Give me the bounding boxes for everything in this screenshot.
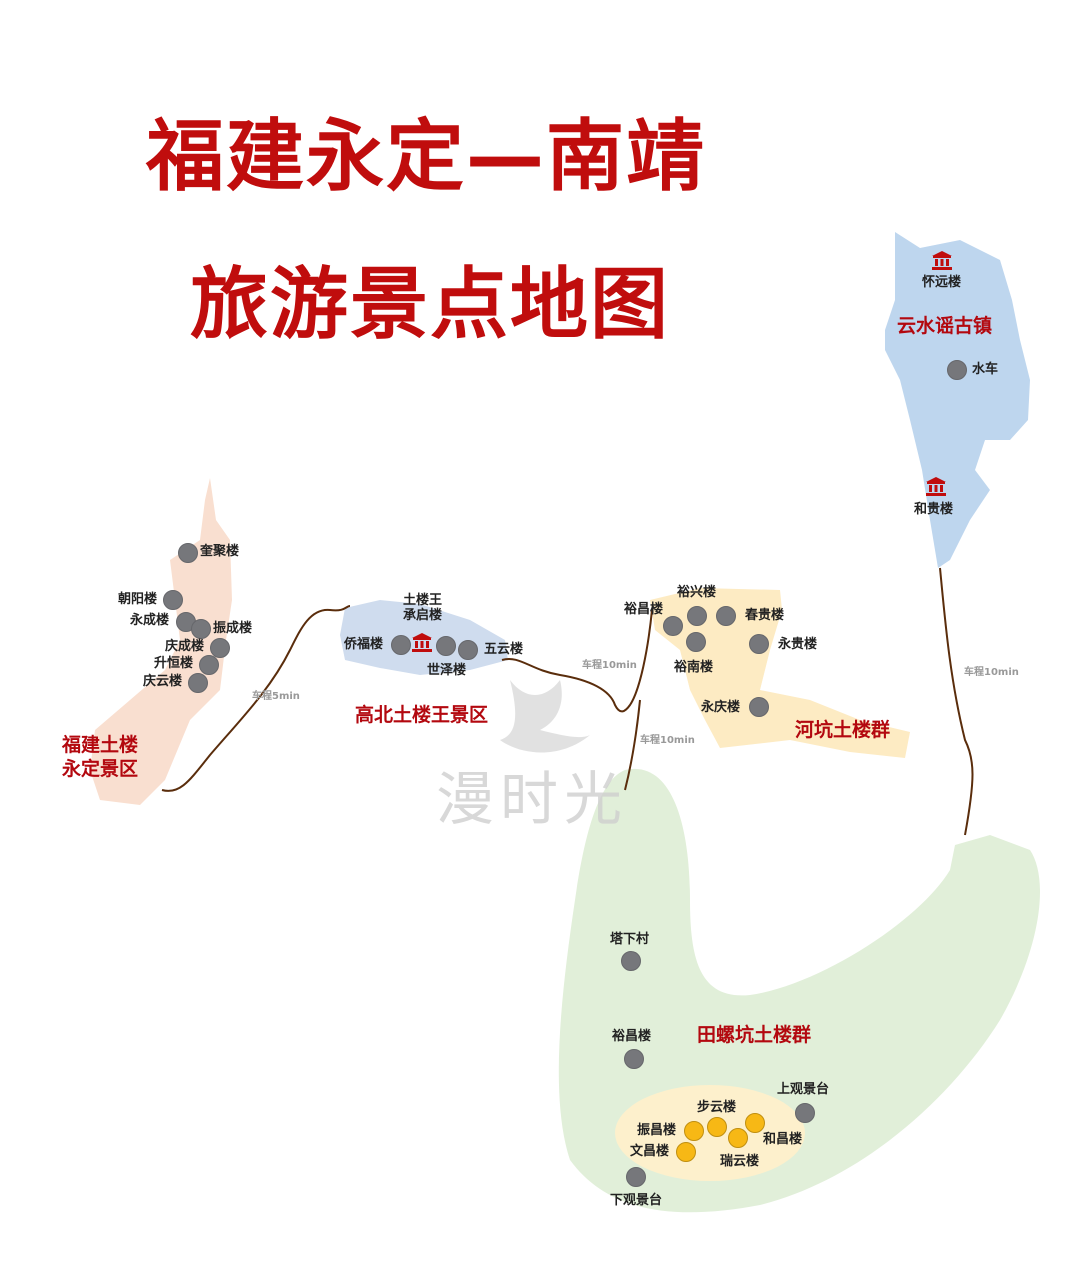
area-gaobei: 高北土楼王景区 [355, 704, 489, 726]
poi-label: 文昌楼 [630, 1144, 670, 1159]
map-title-line1: 福建永定—南靖 [146, 112, 707, 202]
poi-label: 裕昌楼 [624, 602, 664, 617]
poi-label: 春贵楼 [745, 608, 785, 623]
poi-label: 侨福楼 [344, 637, 384, 652]
map-title-line2: 旅游景点地图 [190, 260, 671, 350]
area-hekeng: 河坑土楼群 [795, 719, 891, 741]
poi-marker[interactable] [795, 1103, 815, 1123]
route-yongding-gaobei [161, 605, 351, 792]
landmark-building-icon[interactable] [931, 250, 953, 270]
poi-label: 裕兴楼 [677, 585, 717, 600]
poi-marker[interactable] [749, 634, 769, 654]
poi-label: 裕南楼 [674, 660, 714, 675]
watermark-logo [500, 680, 590, 753]
poi-label: 怀远楼 [922, 275, 962, 290]
poi-marker[interactable] [188, 673, 208, 693]
poi-label: 水车 [972, 362, 999, 377]
area-yongding-line1: 福建土楼 [62, 734, 139, 756]
hekeng-region [650, 588, 910, 758]
poi-label: 上观景台 [777, 1082, 830, 1097]
route-yunshui-tianluokeng [939, 567, 974, 836]
poi-marker[interactable] [626, 1167, 646, 1187]
poi-label: 奎聚楼 [200, 544, 240, 559]
poi-marker[interactable] [624, 1049, 644, 1069]
poi-label-tulouwang: 土楼王 承启楼 [403, 593, 443, 623]
poi-marker-featured[interactable] [676, 1142, 696, 1162]
route-hekeng-tianluokeng [624, 699, 641, 791]
poi-label: 五云楼 [484, 642, 524, 657]
poi-marker[interactable] [436, 636, 456, 656]
landmark-building-icon[interactable] [925, 476, 947, 496]
poi-marker[interactable] [391, 635, 411, 655]
poi-label: 朝阳楼 [118, 592, 158, 607]
poi-marker[interactable] [749, 697, 769, 717]
poi-marker[interactable] [178, 543, 198, 563]
poi-label: 世泽楼 [427, 663, 467, 678]
poi-marker[interactable] [191, 619, 211, 639]
poi-label: 永庆楼 [701, 700, 741, 715]
poi-marker[interactable] [687, 606, 707, 626]
poi-label: 步云楼 [697, 1100, 737, 1115]
poi-marker[interactable] [663, 616, 683, 636]
poi-label: 庆成楼 [165, 639, 205, 654]
poi-marker[interactable] [621, 951, 641, 971]
drive-time-label: 车程10min [582, 660, 637, 671]
poi-label: 升恒楼 [154, 656, 194, 671]
poi-label: 塔下村 [610, 932, 650, 947]
poi-marker-featured[interactable] [728, 1128, 748, 1148]
poi-label: 永贵楼 [778, 637, 818, 652]
poi-label: 和贵楼 [914, 502, 954, 517]
poi-marker[interactable] [163, 590, 183, 610]
area-tianluokeng: 田螺坑土楼群 [697, 1024, 812, 1046]
poi-marker[interactable] [210, 638, 230, 658]
poi-marker-featured[interactable] [745, 1113, 765, 1133]
poi-marker[interactable] [716, 606, 736, 626]
route-gaobei-hekeng [501, 609, 653, 713]
poi-marker[interactable] [947, 360, 967, 380]
drive-time-label: 车程5min [252, 691, 300, 702]
poi-marker[interactable] [199, 655, 219, 675]
yongding-region [90, 478, 232, 805]
poi-label: 下观景台 [610, 1193, 663, 1208]
poi-label: 振昌楼 [637, 1123, 677, 1138]
yunshui-region [885, 232, 1030, 568]
drive-time-label: 车程10min [640, 735, 695, 746]
poi-label: 瑞云楼 [720, 1154, 760, 1169]
poi-marker-featured[interactable] [707, 1117, 727, 1137]
area-yongding: 福建土楼 永定景区 [62, 734, 138, 782]
watermark: 漫时光 [436, 765, 629, 833]
poi-marker[interactable] [458, 640, 478, 660]
poi-marker[interactable] [686, 632, 706, 652]
area-yunshui: 云水谣古镇 [897, 315, 993, 337]
poi-marker-featured[interactable] [684, 1121, 704, 1141]
poi-label: 和昌楼 [763, 1132, 803, 1147]
poi-label: 裕昌楼 [612, 1029, 652, 1044]
drive-time-label: 车程10min [964, 667, 1019, 678]
poi-label: 振成楼 [213, 621, 253, 636]
area-yongding-line2: 永定景区 [62, 757, 139, 780]
poi-label: 庆云楼 [143, 674, 183, 689]
poi-label: 永成楼 [130, 613, 170, 628]
landmark-building-icon[interactable] [411, 632, 433, 652]
